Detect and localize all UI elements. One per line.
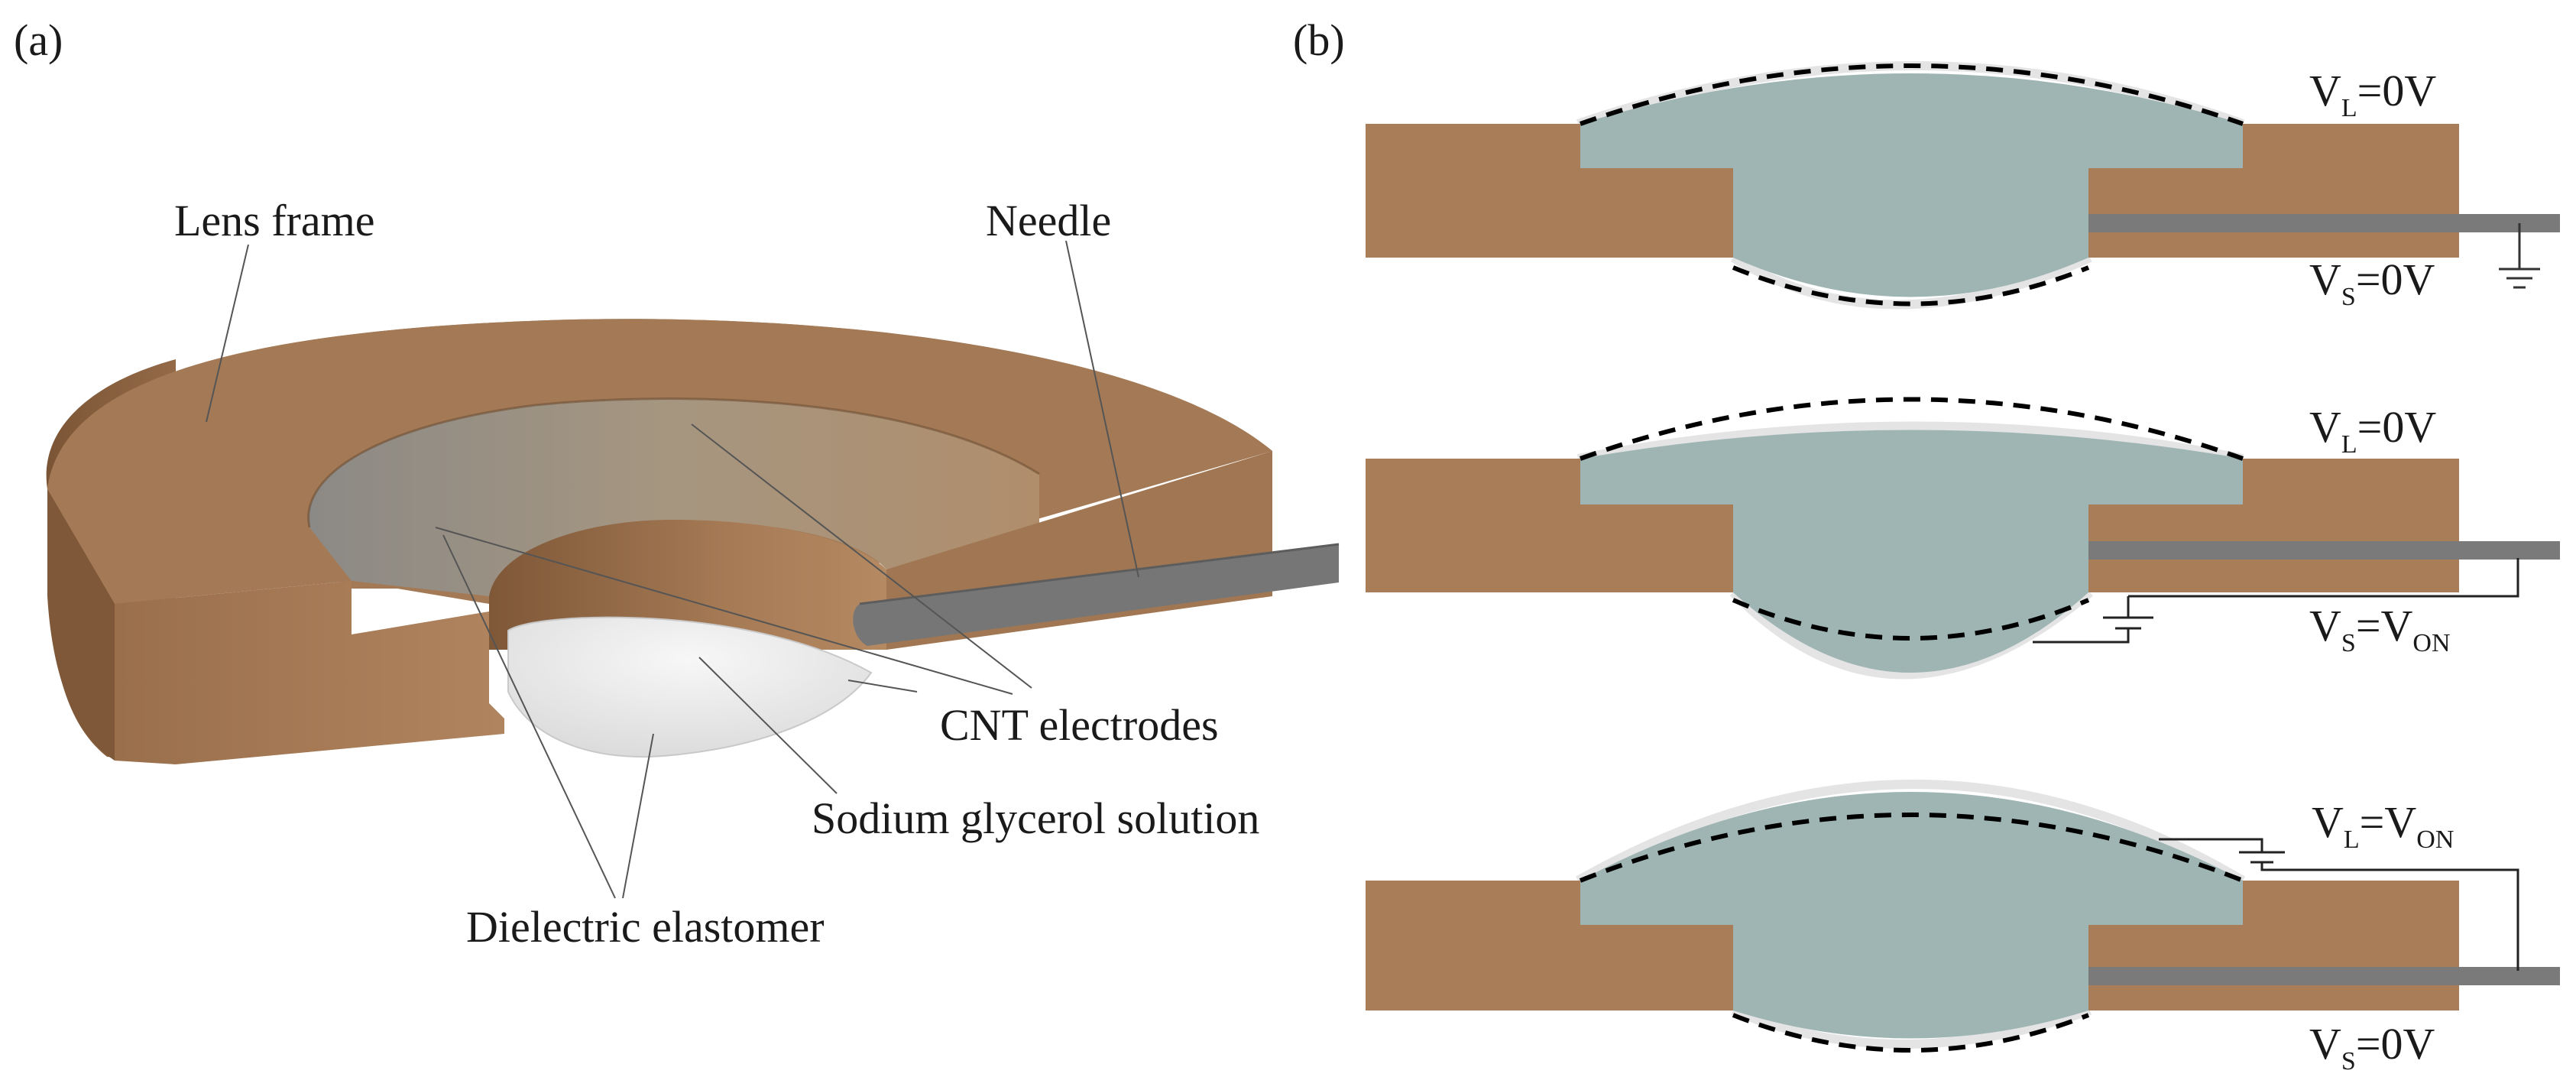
label-dielectric-elastomer: Dielectric elastomer [466,902,825,952]
state-2-lower-voltage: VS=VON [2309,601,2451,657]
lens-1-dashed-upper [1580,63,2244,126]
lens-3-needle [2088,967,2560,985]
leader-lines [206,240,1139,899]
lens-2-liquid [1580,430,2243,673]
lens-2-dashed-upper [1579,397,2244,461]
lens-frame-cut-face [115,581,504,764]
lens-state-1: VL=0V VS=0V [1366,61,2560,311]
state-3-upper-voltage: VL=VON [2312,797,2454,854]
lens-frame-cut-face-left-outer [47,489,115,761]
state-1-upper-voltage: VL=0V [2309,66,2436,122]
lens-3-dashed-lower [1732,1013,2090,1053]
label-needle: Needle [986,196,1111,245]
lens-1-liquid [1580,73,2243,297]
lens-3-upper-membrane [1576,780,2246,885]
lens-2-dashed-lower [1732,598,2090,641]
lens-1-dashed-lower [1732,265,2090,307]
lens-3-liquid [1580,792,2243,1039]
lens-1-needle [2088,214,2560,232]
state-1-lower-voltage: VS=0V [2309,255,2435,311]
lens-state-2: VL=0V VS=VON [1366,397,2560,680]
panel-a: (a) Lens frame [14,15,1340,952]
state-3-lower-voltage: VS=0V [2309,1019,2435,1075]
ground-icon [2499,223,2540,289]
lens-2-needle [2088,541,2560,560]
panel-a-tag: (a) [14,15,63,65]
panel-b-tag: (b) [1293,15,1345,65]
label-lens-frame: Lens frame [174,196,374,245]
lens-state-3: VL=VON VS=0V [1366,780,2560,1075]
circuit-3 [2159,838,2519,971]
dielectric-dome [507,616,873,758]
state-2-upper-voltage: VL=0V [2309,402,2436,459]
lens-2-upper-membrane [1576,421,2244,463]
needle [853,544,1339,646]
needle-top [859,543,1340,605]
panel-b: (b) VL=0V VS=0V [1293,15,2560,1075]
circuit-2 [2033,558,2519,644]
lens-recess-rim [307,397,1040,528]
lens-3-dashed-upper [1579,813,2244,883]
lens-recess [308,398,1039,596]
label-cnt-electrodes: CNT electrodes [940,700,1219,750]
label-sodium-glycerol: Sodium glycerol solution [812,793,1259,843]
lens-3-lower-membrane [1731,1006,2092,1049]
